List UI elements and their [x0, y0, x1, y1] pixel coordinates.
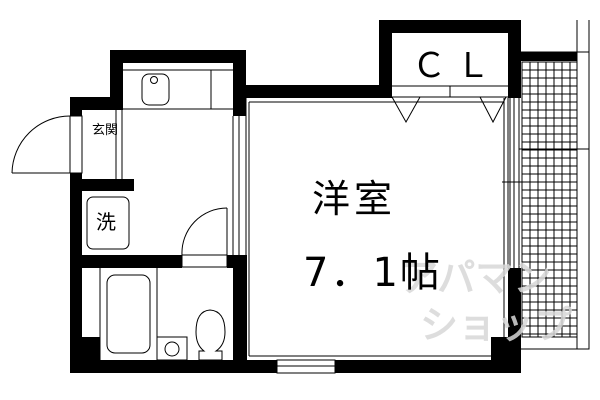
bathroom-fixtures: [99, 268, 226, 361]
toilet: [195, 309, 226, 361]
watermark-line1: アパマン: [400, 256, 552, 300]
closet-label: ＣＬ: [412, 47, 500, 85]
washer-space: [86, 196, 130, 250]
kitchen-counter: [123, 69, 233, 110]
entrance-door: [11, 110, 123, 179]
bottom-window: [276, 359, 336, 374]
bathroom-door: [181, 207, 228, 268]
washer-label: 洗: [96, 210, 116, 234]
closet-doors: [391, 85, 508, 124]
bathtub: [106, 274, 151, 354]
room-size-label: 7．1帖: [303, 250, 442, 296]
entrance-label: 玄関: [92, 123, 119, 138]
watermark-line2: ショップ: [420, 303, 573, 347]
room-name-label: 洋室: [312, 177, 397, 221]
basin: [156, 336, 188, 361]
sink: [141, 73, 170, 106]
walls: [70, 20, 577, 373]
